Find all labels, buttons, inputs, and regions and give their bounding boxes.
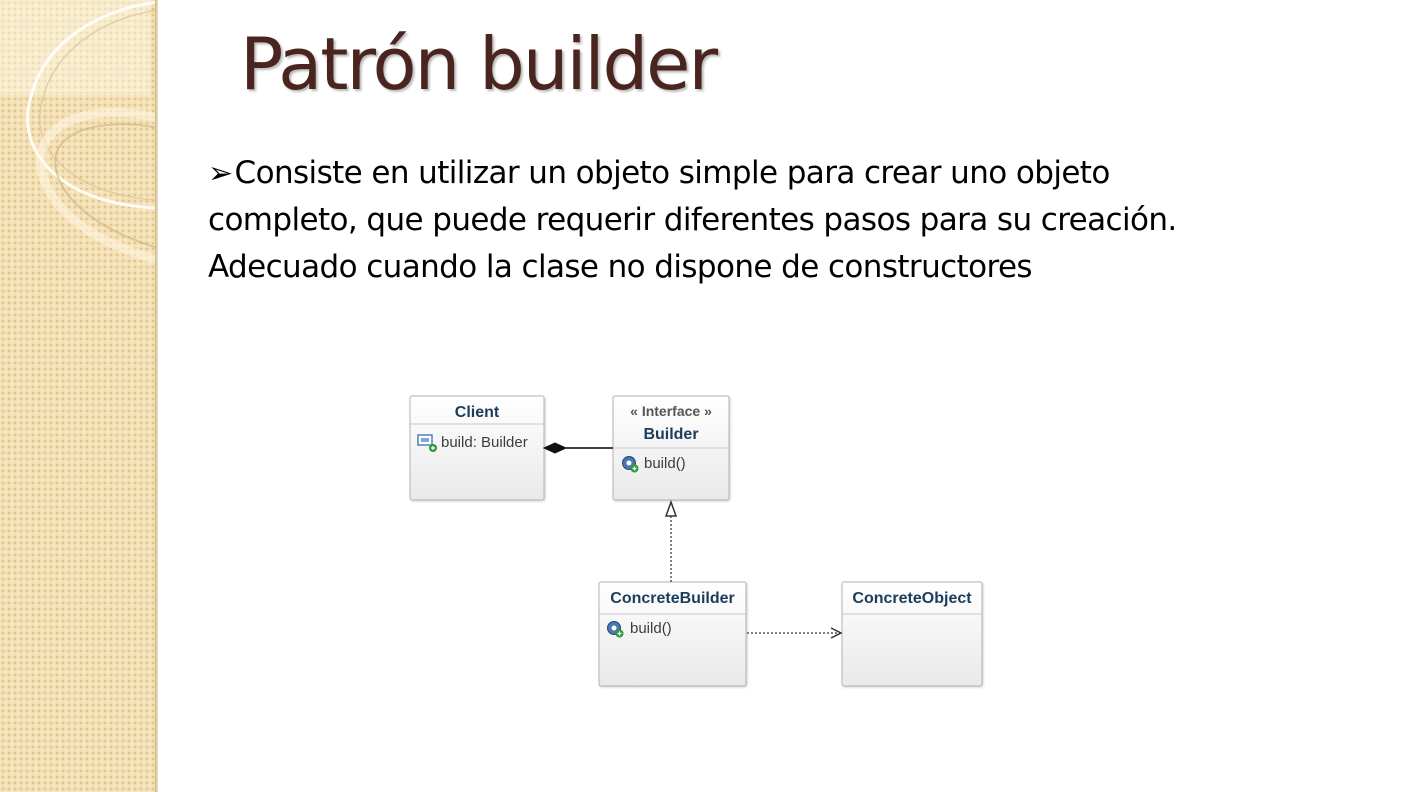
- method-icon: [607, 621, 624, 638]
- slide-title: Patrón builder: [240, 22, 718, 106]
- client-member-build: build: Builder: [441, 434, 528, 451]
- client-class-name: Client: [455, 404, 500, 421]
- concrete-builder-member-build: build(): [630, 620, 672, 637]
- builder-class-name: Builder: [643, 426, 698, 443]
- dependency-connector: [747, 627, 843, 639]
- builder-member-build: build(): [644, 455, 686, 472]
- concrete-object-class-name: ConcreteObject: [852, 590, 972, 607]
- field-icon: [417, 434, 437, 452]
- decorative-side-band: [0, 0, 155, 792]
- decorative-rings: [26, 0, 155, 264]
- builder-stereotype: « Interface »: [630, 403, 712, 419]
- bullet-arrow-icon: ➢: [208, 156, 233, 191]
- concrete-builder-class-name: ConcreteBuilder: [610, 590, 734, 607]
- builder-interface-box: « Interface » Builder build(): [612, 395, 730, 501]
- side-band-edge: [155, 0, 158, 792]
- composition-connector: [542, 442, 613, 454]
- concrete-object-class-box: ConcreteObject: [841, 581, 983, 687]
- realization-connector: [664, 499, 678, 582]
- uml-class-diagram: Client build: Builder « Interface » Buil…: [409, 395, 983, 687]
- concrete-builder-class-box: ConcreteBuilder build(): [598, 581, 747, 687]
- method-icon: [622, 456, 639, 473]
- client-class-box: Client build: Builder: [409, 395, 545, 501]
- bullet-paragraph: ➢Consiste en utilizar un objeto simple p…: [208, 150, 1268, 291]
- bullet-text: Consiste en utilizar un objeto simple pa…: [208, 155, 1177, 285]
